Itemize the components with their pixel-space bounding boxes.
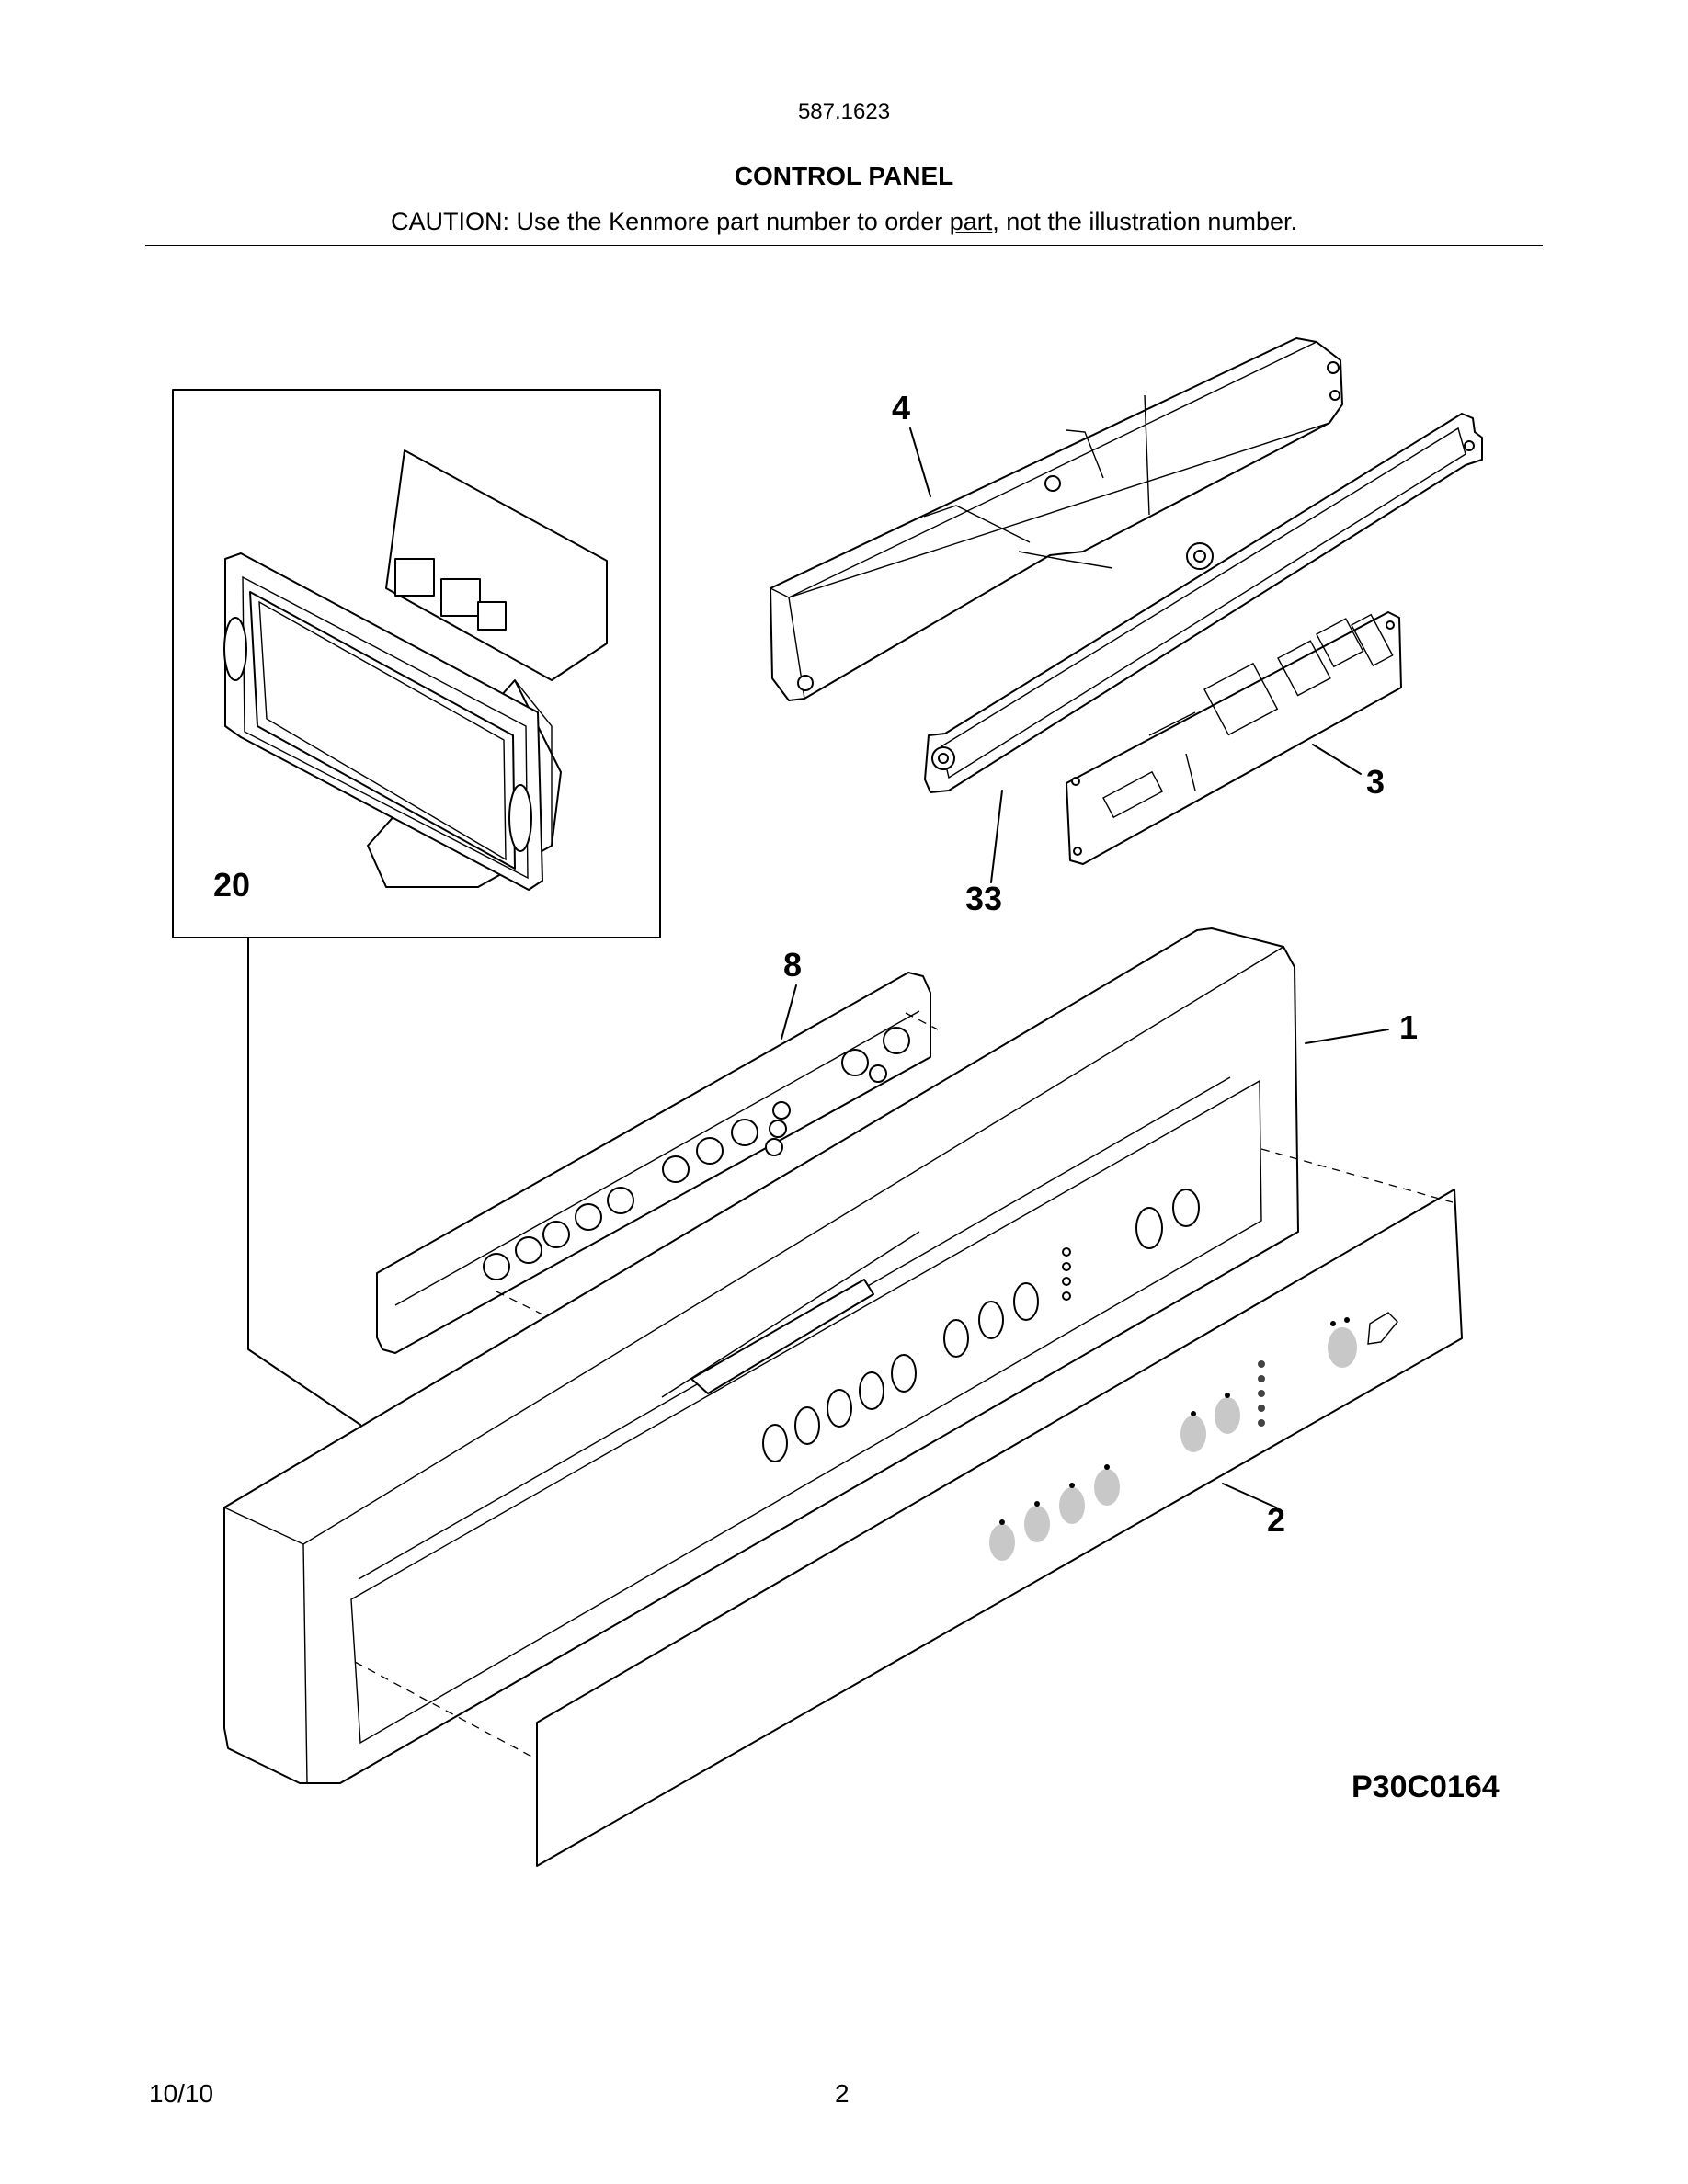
part-33-gasket — [924, 413, 1483, 793]
callout-33: 33 — [965, 880, 1002, 917]
callout-4: 4 — [892, 389, 910, 427]
part-1-console — [223, 927, 1299, 1784]
assembly-line — [496, 1291, 543, 1315]
assembly-line — [905, 1012, 939, 1030]
caution-underlined-word: part — [949, 208, 993, 235]
callout-8: 8 — [783, 946, 802, 984]
part-3-control-board — [1066, 611, 1402, 865]
caution-note: CAUTION: Use the Kenmore part number to … — [0, 208, 1688, 236]
callout-3: 3 — [1366, 763, 1385, 801]
part-2-overlay — [536, 1189, 1463, 1867]
part-4-cover — [770, 337, 1343, 701]
caution-text-start: CAUTION: Use the Kenmore part number to … — [391, 208, 950, 235]
assembly-line — [354, 1661, 538, 1760]
callout-20: 20 — [213, 866, 250, 904]
callout-1: 1 — [1399, 1008, 1418, 1046]
callout-2: 2 — [1267, 1501, 1285, 1539]
part-20-dispenser — [172, 389, 661, 938]
illustration-code: P30C0164 — [1352, 1769, 1500, 1804]
page-title: CONTROL PANEL — [734, 162, 954, 190]
header-divider — [145, 245, 1543, 246]
model-number: 587.1623 — [797, 99, 891, 124]
assembly-line — [1260, 1148, 1454, 1203]
page-number: 2 — [835, 2079, 850, 2108]
inset-leader-line — [247, 937, 361, 1426]
footer-date: 10/10 — [149, 2079, 214, 2108]
part-8-switch-board — [376, 972, 931, 1354]
caution-text-end: , not the illustration number. — [992, 208, 1297, 235]
